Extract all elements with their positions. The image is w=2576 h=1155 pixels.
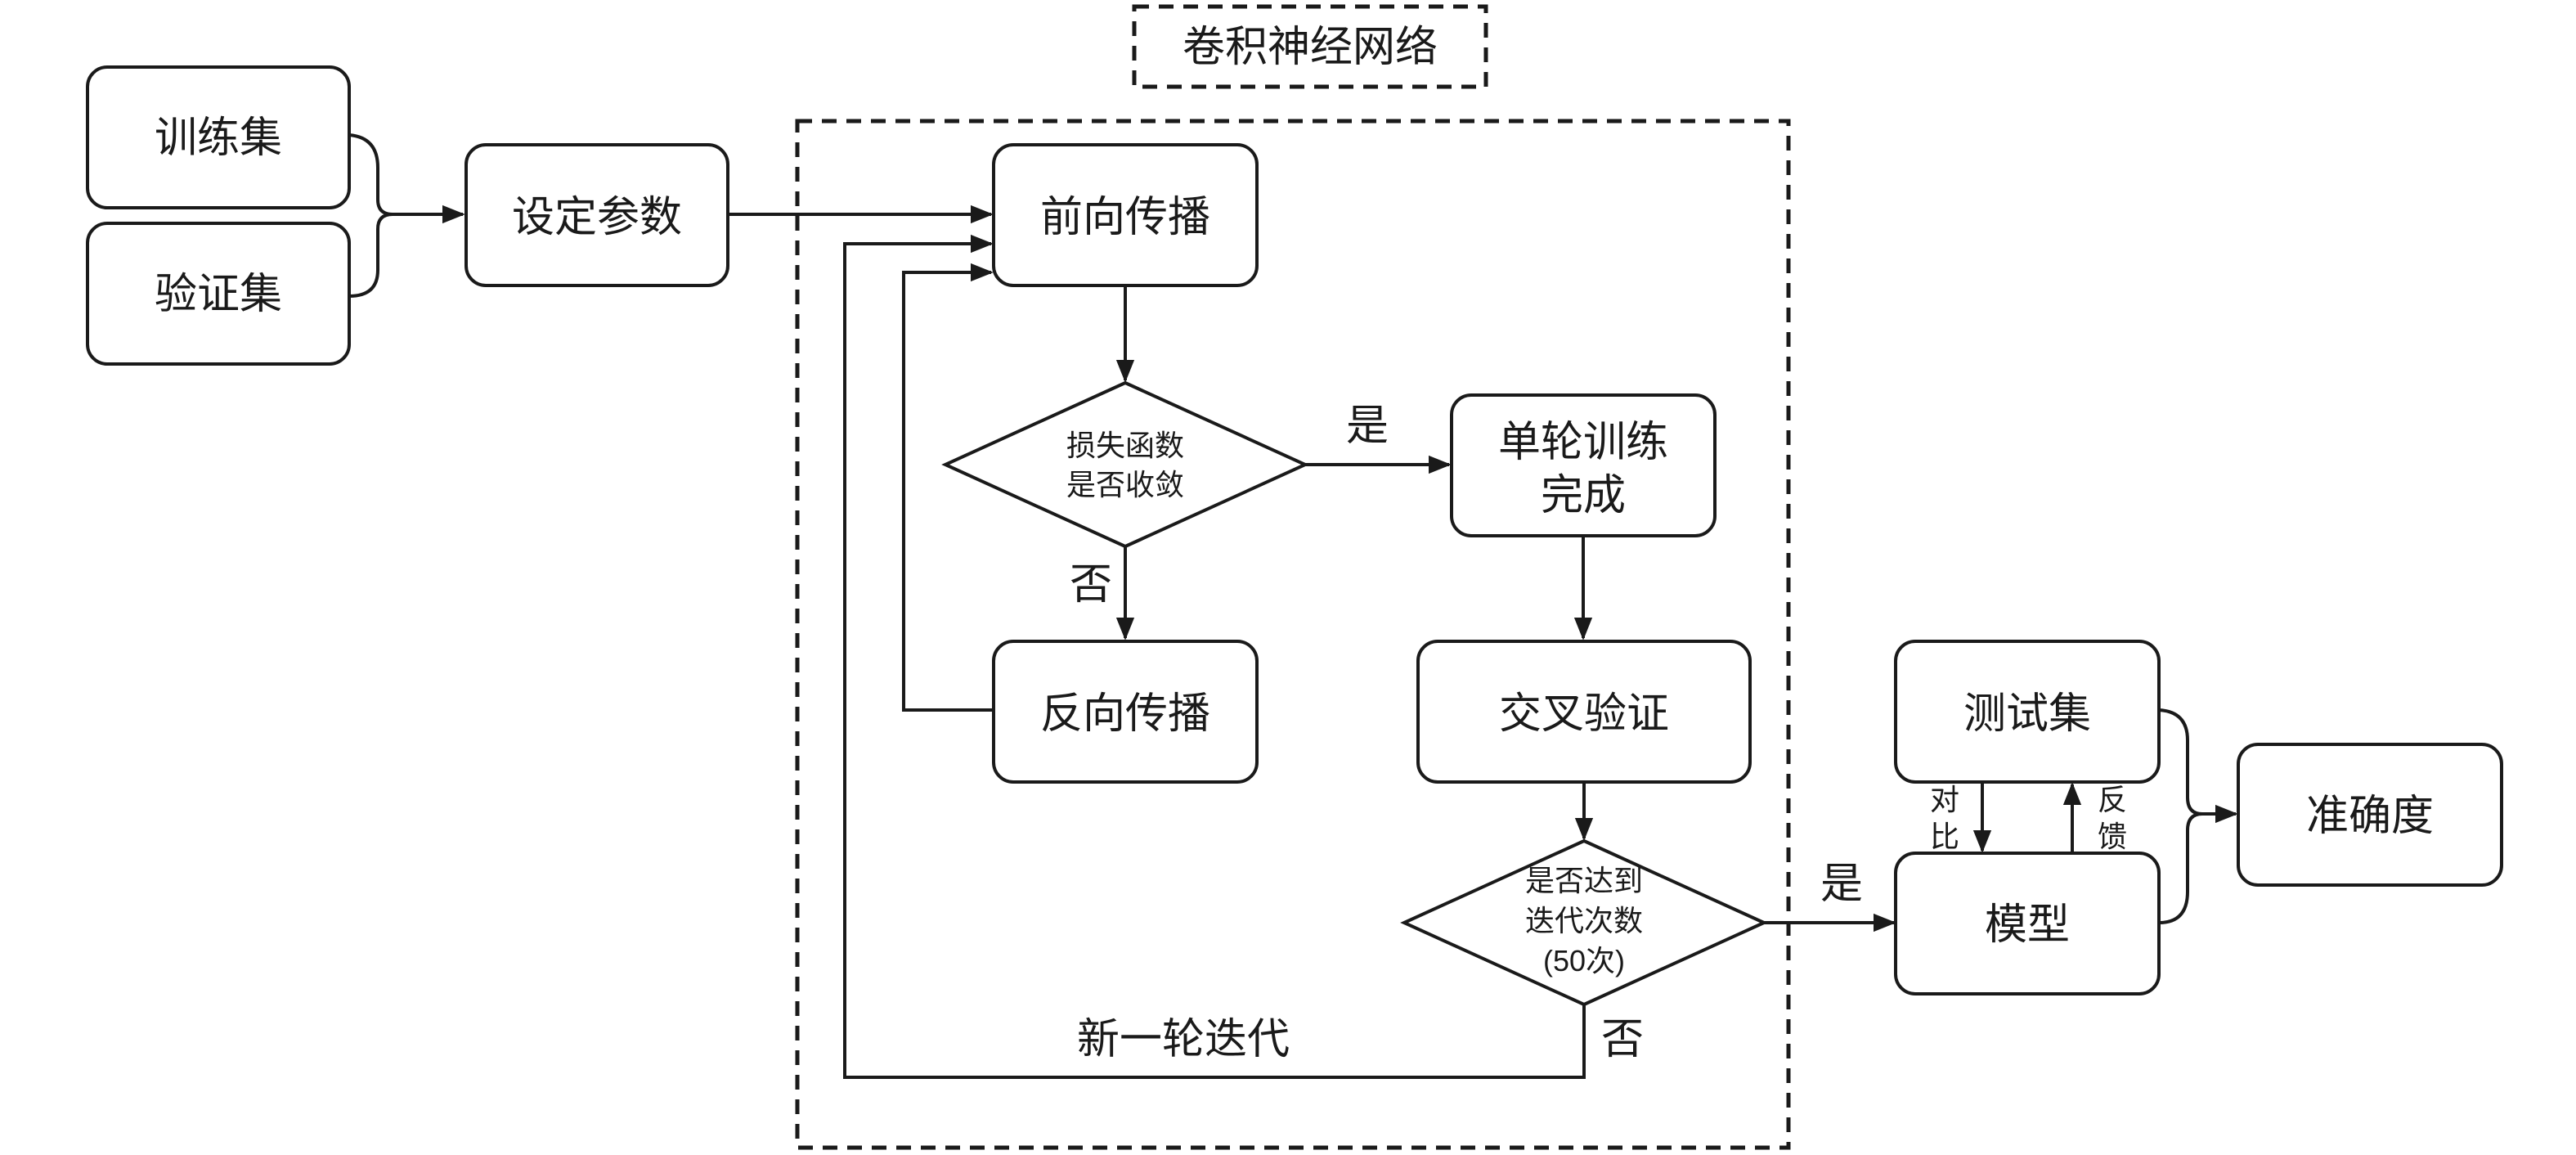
new-iter-label: 新一轮迭代 (1077, 1016, 1290, 1063)
input-brace (348, 133, 393, 298)
loss-label-line2: 是否收敛 (1066, 468, 1184, 501)
cross-val-label: 交叉验证 (1499, 690, 1669, 738)
backward-to-forward-arrow (902, 263, 994, 712)
val-set-label: 验证集 (155, 271, 282, 318)
train-set-box (86, 65, 351, 209)
train-set-label: 训练集 (155, 115, 282, 162)
iter-label-line2: 迭代次数 (1525, 904, 1643, 937)
cnn-title: 卷积神经网络 (1183, 24, 1438, 71)
accuracy-label: 准确度 (2306, 793, 2434, 840)
loss-yes-label: 是 (1346, 402, 1389, 450)
cnn-title-frame (1132, 4, 1488, 89)
iter-label-line3: (50次) (1543, 944, 1625, 977)
forward-label: 前向传播 (1040, 194, 1210, 241)
feedback-label-2: 馈 (2098, 820, 2127, 853)
model-label: 模型 (1985, 901, 2070, 949)
compare-label-1: 对 (1930, 783, 1959, 816)
backward-label: 反向传播 (1040, 690, 1210, 738)
loss-no-label: 否 (1070, 561, 1112, 609)
iter-label-line1: 是否达到 (1525, 864, 1643, 897)
iter-no-label: 否 (1601, 1016, 1644, 1063)
compare-label-2: 比 (1930, 820, 1959, 853)
epoch-done-line2: 完成 (1541, 472, 1626, 519)
iter-yes-label: 是 (1820, 861, 1863, 908)
feedback-label-1: 反 (2098, 783, 2127, 816)
test-set-label: 测试集 (1963, 690, 2091, 738)
accuracy-box (2237, 743, 2503, 887)
val-set-box (86, 222, 351, 366)
loss-label-line1: 损失函数 (1066, 429, 1184, 462)
set-params-label: 设定参数 (512, 194, 682, 241)
cnn-boundary (795, 119, 1791, 1150)
epoch-done-line1: 单轮训练 (1498, 419, 1668, 466)
output-brace (2158, 708, 2203, 924)
loss-decision (941, 380, 1309, 549)
iter-no-loop-arrow (843, 234, 1586, 1079)
